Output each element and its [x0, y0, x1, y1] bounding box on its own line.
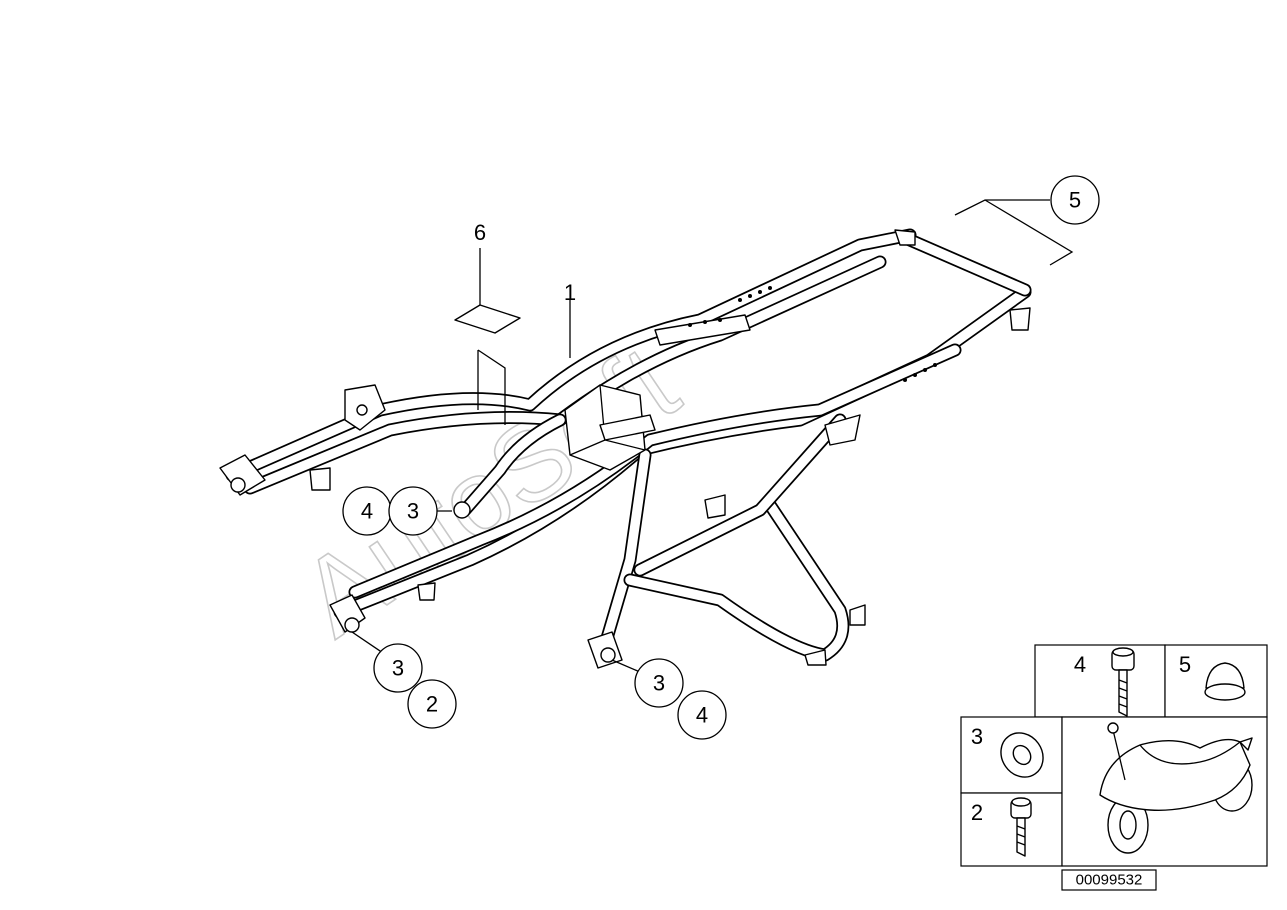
rear-frame[interactable]	[219, 228, 1032, 669]
svg-text:4: 4	[696, 703, 708, 728]
svg-text:3: 3	[392, 656, 404, 681]
legend-cap[interactable]: 5	[1179, 652, 1246, 701]
reference-number: 00099532	[1061, 869, 1157, 891]
svg-text:5: 5	[1179, 652, 1191, 677]
svg-text:3: 3	[407, 499, 419, 524]
bolt-icon	[1111, 647, 1135, 717]
callout-frame[interactable]: 1	[564, 280, 576, 305]
callout-bushing-front-left[interactable]: 3	[373, 643, 423, 693]
leader-lines	[351, 199, 1074, 673]
svg-text:1: 1	[564, 280, 576, 305]
callout-bushing-upper[interactable]: 3	[388, 486, 438, 536]
legend-bolt[interactable]: 4	[1074, 647, 1135, 717]
svg-text:3: 3	[653, 671, 665, 696]
svg-text:2: 2	[426, 692, 438, 717]
legend-washer[interactable]: 3	[971, 724, 1052, 785]
svg-text:2: 2	[971, 800, 983, 825]
callout-bolt-front-right[interactable]: 4	[677, 690, 727, 740]
callout-bushing-front-right[interactable]: 3	[634, 658, 684, 708]
motorcycle-icon	[1099, 722, 1253, 854]
svg-text:4: 4	[361, 499, 373, 524]
svg-text:3: 3	[971, 724, 983, 749]
washer-icon	[1000, 732, 1044, 778]
label-plate[interactable]	[454, 304, 521, 334]
callout-label-plate[interactable]: 6	[474, 220, 486, 245]
legend-screw[interactable]: 2	[971, 797, 1032, 857]
callout-screw-front-left[interactable]: 2	[407, 679, 457, 729]
svg-text:6: 6	[474, 220, 486, 245]
parts-legend: 4 5 3 2	[960, 644, 1268, 891]
svg-text:5: 5	[1069, 188, 1081, 213]
callout-bolt-upper[interactable]: 4	[342, 486, 392, 536]
screw-icon	[1010, 797, 1032, 857]
svg-text:00099532: 00099532	[1076, 872, 1143, 889]
callout-cap[interactable]: 5	[1050, 175, 1100, 225]
svg-text:4: 4	[1074, 652, 1086, 677]
cap-icon	[1204, 662, 1246, 701]
